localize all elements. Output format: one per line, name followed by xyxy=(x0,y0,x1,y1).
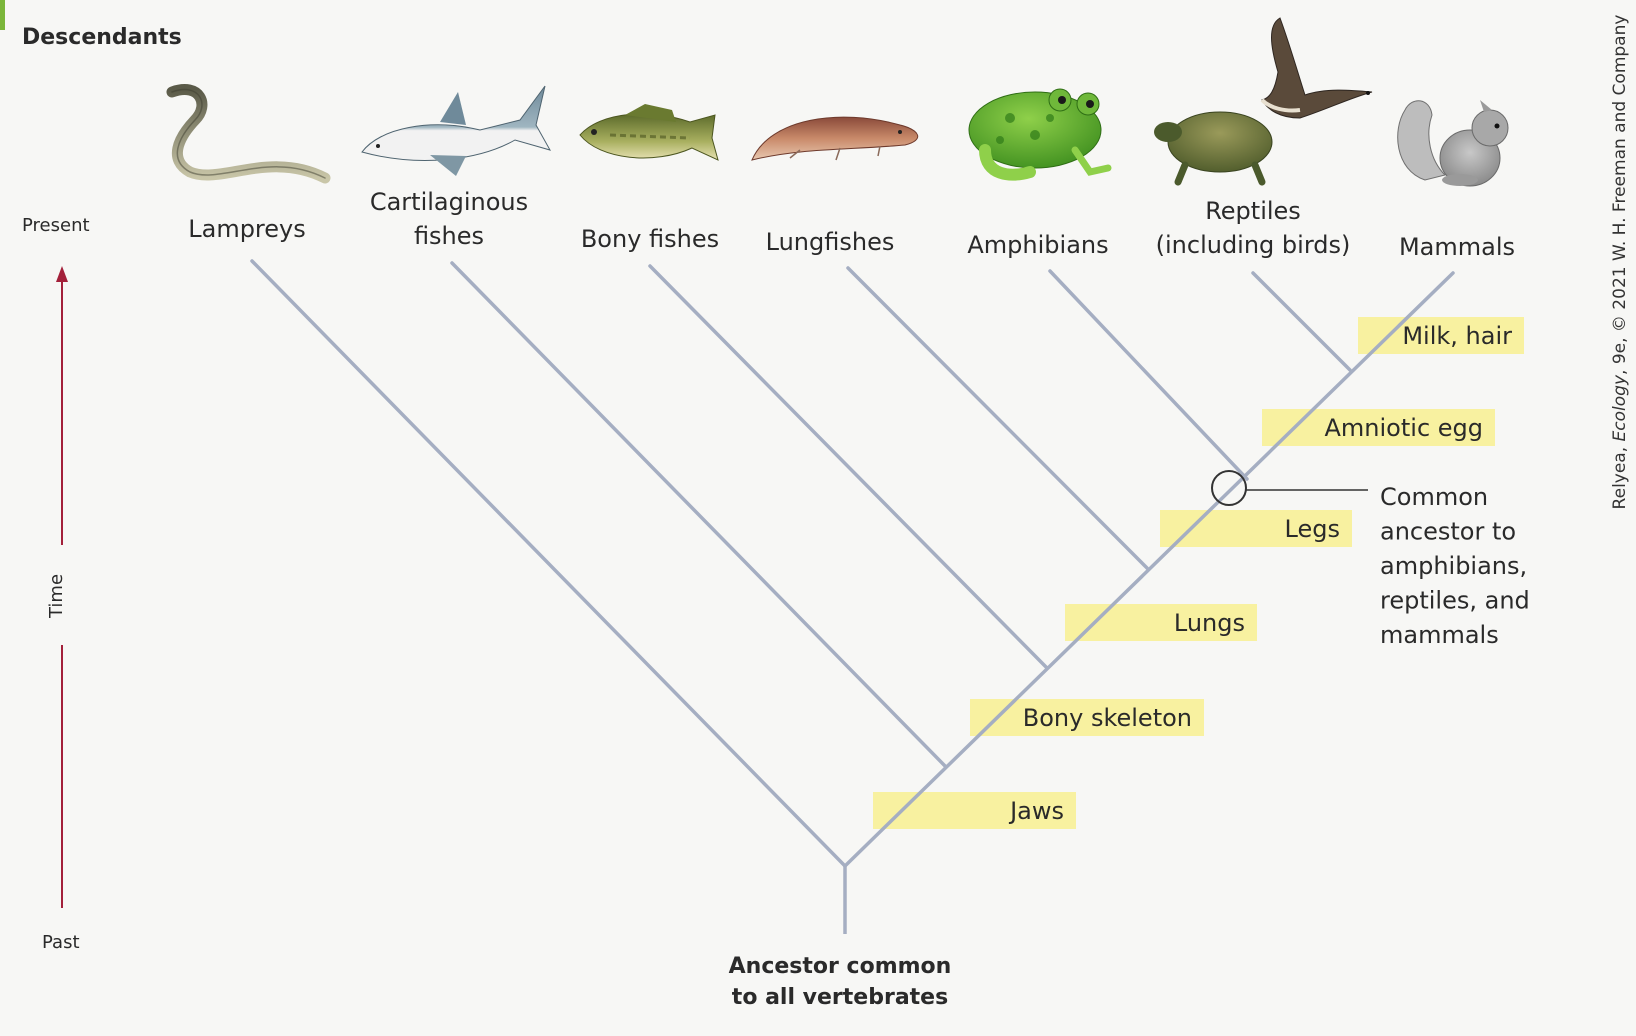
callout-text: mammals xyxy=(1380,621,1499,649)
callout-text: ancestor to xyxy=(1380,518,1516,546)
branch-lungfishes xyxy=(846,266,1149,570)
axis-label-present: Present xyxy=(22,215,90,236)
taxon-label-reptiles: Reptiles xyxy=(1205,197,1301,225)
shark-icon xyxy=(361,85,552,176)
taxon-label-lampreys: Lampreys xyxy=(188,215,306,243)
main-spine-branch xyxy=(843,271,1455,868)
branch-cartilaginous-fishes xyxy=(450,261,948,769)
taxon-label-cartilaginous-fishes: fishes xyxy=(414,222,484,250)
trait-highlight-jaws xyxy=(873,792,1076,829)
callout-text: reptiles, and xyxy=(1380,587,1530,615)
trait-label-amniotic-egg: Amniotic egg xyxy=(1325,414,1484,442)
credit-part: Ecology xyxy=(1610,374,1630,441)
axis-label-time: Time xyxy=(46,574,67,619)
trait-label-lungs: Lungs xyxy=(1174,609,1245,637)
trait-label-bony-skeleton: Bony skeleton xyxy=(1023,704,1192,732)
taxon-label-bony-fishes: Bony fishes xyxy=(581,225,719,253)
trait-label-legs: Legs xyxy=(1285,515,1340,543)
branch-lampreys xyxy=(250,259,847,868)
taxon-label-reptiles: (including birds) xyxy=(1156,231,1351,259)
common-ancestor-marker xyxy=(1211,470,1247,506)
credit-part: , 9e, © 2021 W. H. Freeman and Company xyxy=(1610,15,1630,375)
taxon-label-lungfishes: Lungfishes xyxy=(766,228,895,256)
lungfish-icon xyxy=(751,116,918,161)
credit-line: Relyea, Ecology, 9e, © 2021 W. H. Freema… xyxy=(1610,15,1630,510)
root-label: to all vertebrates xyxy=(732,985,948,1010)
callout-text: amphibians, xyxy=(1380,552,1527,580)
branch-reptiles xyxy=(1251,271,1352,372)
branch-bony-fishes xyxy=(648,264,1048,669)
root-label: Ancestor common xyxy=(729,954,952,979)
bass-icon xyxy=(579,104,719,161)
axis-label-past: Past xyxy=(42,932,80,953)
time-axis-arrowhead xyxy=(56,266,68,282)
credit-part: Relyea, xyxy=(1610,441,1630,509)
turtle-goose-icon xyxy=(1154,17,1373,186)
squirrel-icon xyxy=(1397,100,1509,187)
frog-icon xyxy=(968,88,1112,181)
trait-label-jaws: Jaws xyxy=(1008,797,1064,825)
taxon-label-cartilaginous-fishes: Cartilaginous xyxy=(370,188,528,216)
corner-mark xyxy=(0,0,5,30)
heading-descendants: Descendants xyxy=(22,25,182,50)
taxon-label-amphibians: Amphibians xyxy=(967,231,1108,259)
lamprey-icon xyxy=(166,84,331,184)
taxon-label-mammals: Mammals xyxy=(1399,233,1515,261)
trait-highlight-milk-hair xyxy=(1358,317,1524,354)
callout-text: Common xyxy=(1380,483,1488,511)
trait-label-milk-hair: Milk, hair xyxy=(1402,322,1512,350)
trait-highlight-amniotic-egg xyxy=(1262,409,1495,446)
branch-amphibians xyxy=(1048,269,1249,481)
